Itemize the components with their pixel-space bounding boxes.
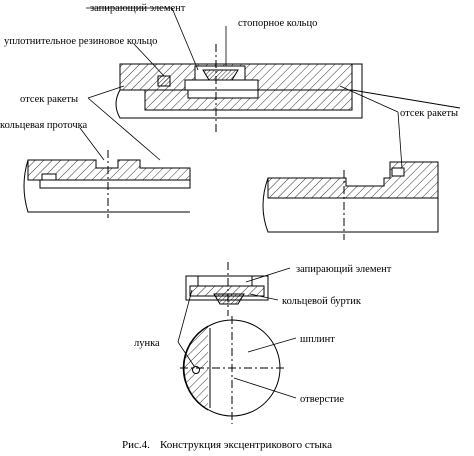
top-assembly xyxy=(115,44,461,132)
label-hole: отверстие xyxy=(300,394,344,405)
label-locking-element-bottom: запирающий элемент xyxy=(296,264,392,275)
label-rubber-seal: уплотнительное резиновое кольцо xyxy=(4,36,157,47)
right-section xyxy=(262,161,439,240)
label-cotter-pin: шплинт xyxy=(300,334,335,345)
leader-lines xyxy=(79,7,403,399)
figure-number: Рис.4. xyxy=(122,439,150,451)
label-stop-ring: стопорное кольцо xyxy=(238,18,317,29)
figure-title: Конструкция эксцентрикового стыка xyxy=(160,439,332,451)
label-rocket-compartment-right: отсек ракеты xyxy=(400,108,458,119)
label-annular-bead: кольцевой буртик xyxy=(282,296,362,307)
label-cup: лунка xyxy=(134,338,160,349)
side-view xyxy=(185,262,269,316)
plan-view xyxy=(180,316,286,424)
label-locking-element-top: запирающий элемент xyxy=(90,3,186,14)
label-annular-groove: кольцевая проточка xyxy=(0,120,88,131)
left-section xyxy=(23,150,191,218)
label-rocket-compartment-left: отсек ракеты xyxy=(20,94,78,105)
